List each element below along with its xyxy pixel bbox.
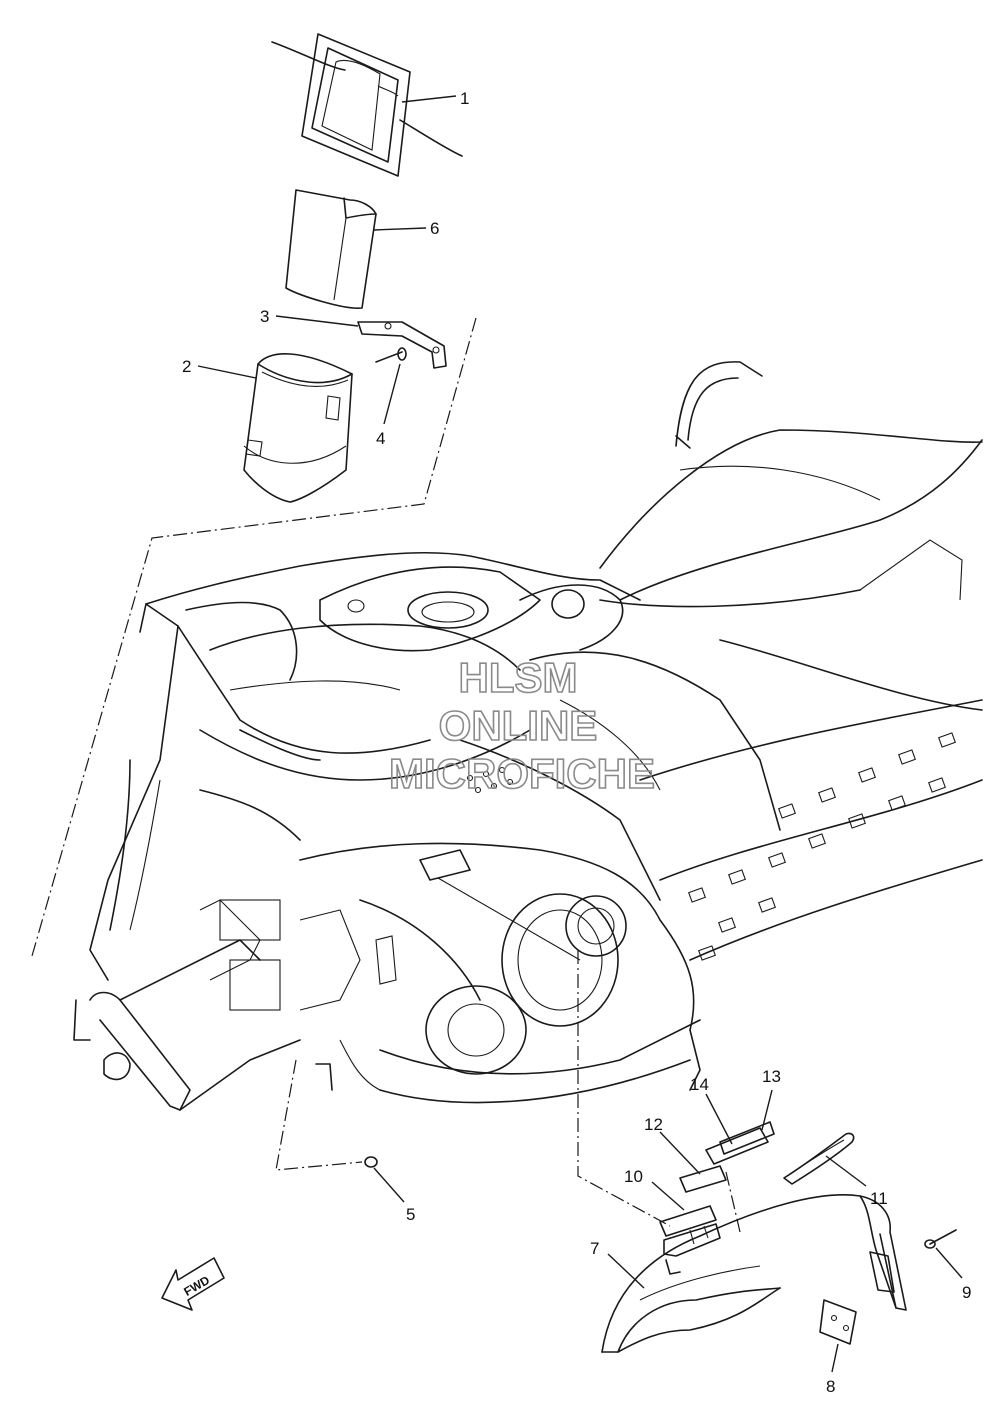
fwd-arrow-icon: FWD — [161, 1257, 225, 1311]
part-7-fender — [601, 1194, 907, 1353]
part-14-decal — [705, 1127, 769, 1165]
callout-3: 3 — [260, 307, 269, 326]
group-frame-lower — [275, 1059, 363, 1171]
callout-5: 5 — [406, 1205, 415, 1224]
callout-12: 12 — [644, 1115, 663, 1134]
part-8-plate — [819, 1299, 857, 1345]
watermark-line-1: HLSM — [459, 654, 578, 701]
part-5-washer — [364, 1156, 378, 1168]
callout-8: 8 — [826, 1377, 835, 1396]
callout-4: 4 — [376, 429, 385, 448]
tunnel-vent-holes — [688, 732, 956, 961]
leader-lines — [197, 95, 963, 1373]
part-11-clamp — [783, 1132, 855, 1185]
callout-numbers: 1 2 3 4 5 6 7 8 9 10 11 12 13 14 — [182, 89, 971, 1396]
callout-11: 11 — [870, 1189, 888, 1208]
part-13-decal — [719, 1121, 775, 1155]
part-2-battery — [243, 353, 353, 503]
group-frame-fender — [577, 950, 671, 1227]
watermark-line-3: MICROFICHE — [389, 750, 655, 797]
snowmobile-body — [73, 361, 983, 1111]
part-1-cover — [271, 33, 463, 177]
watermark: HLSM ONLINE MICROFICHE — [388, 653, 656, 798]
group-frame-plate — [725, 1171, 741, 1233]
callout-6: 6 — [430, 219, 439, 238]
callout-9: 9 — [962, 1283, 971, 1302]
part-6-sleeve — [285, 189, 377, 309]
part-4-pin — [375, 347, 407, 363]
part-3-bracket — [357, 321, 447, 369]
part-12-decal — [679, 1165, 727, 1193]
callout-1: 1 — [460, 89, 469, 108]
watermark-line-2: ONLINE — [439, 702, 598, 749]
callout-7: 7 — [590, 1239, 599, 1258]
callout-2: 2 — [182, 357, 191, 376]
callout-13: 13 — [762, 1067, 781, 1086]
part-10-clip — [659, 1205, 721, 1257]
part-9-rivet — [924, 1229, 957, 1249]
group-frame-upper — [31, 317, 477, 957]
callout-10: 10 — [624, 1167, 643, 1186]
callout-14: 14 — [690, 1075, 709, 1094]
